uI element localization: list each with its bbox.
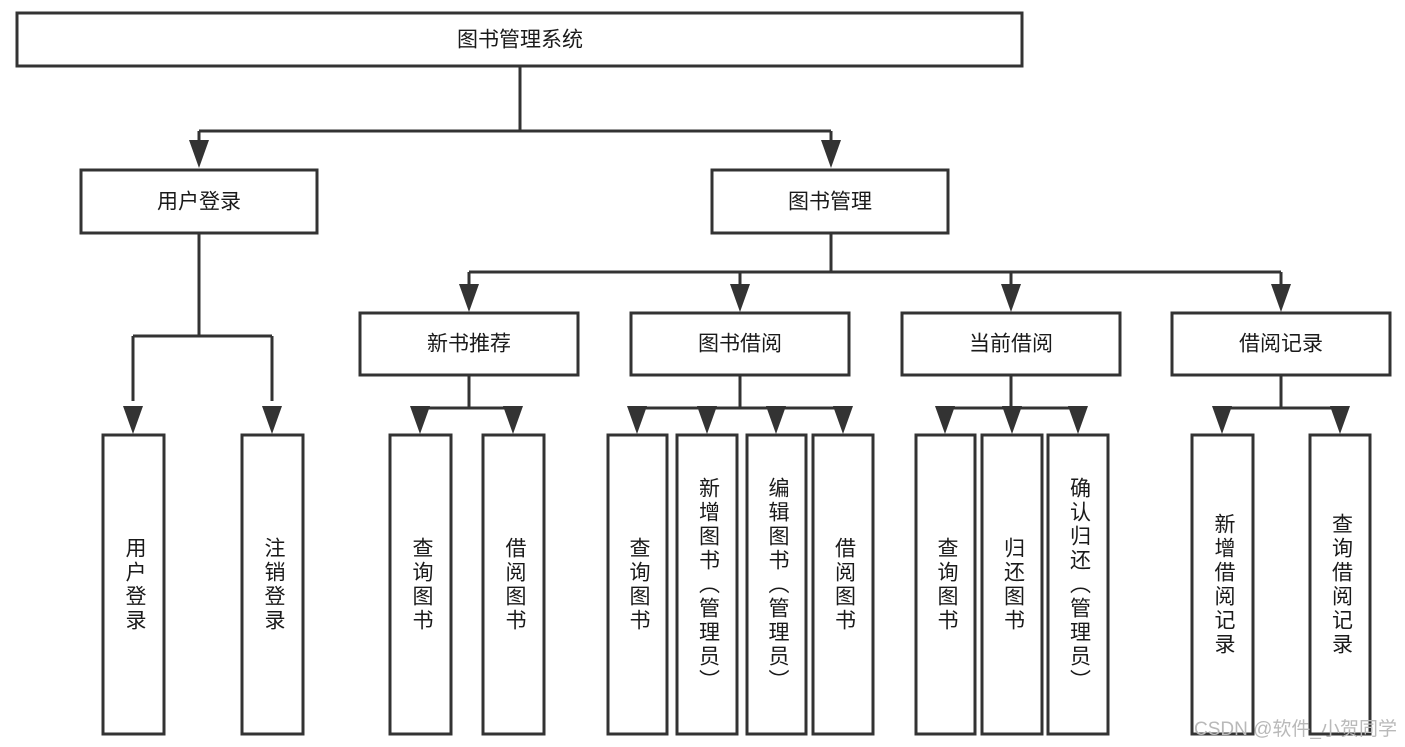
node-book-borrow-label: 图书借阅 [698, 333, 782, 356]
node-root-label: 图书管理系统 [457, 29, 583, 52]
node-leaf-edit-book-admin[interactable] [745, 433, 808, 736]
connector-group-root-to-level2 [197, 66, 833, 146]
connector-group-new-book-to-leaves [410, 375, 523, 434]
node-leaf-query-borrow-record[interactable] [1308, 433, 1372, 736]
connector-group-user-login-to-leaves [123, 233, 282, 434]
arrow-root-to-book-manage [821, 140, 841, 168]
node-leaf-borrow-book-recommend[interactable] [481, 433, 546, 736]
node-leaf-query-book-recommend[interactable] [388, 433, 453, 736]
node-root-book-management-system[interactable] [15, 11, 1024, 68]
node-leaf-query-book-borrow[interactable] [606, 433, 669, 736]
node-leaf-add-borrow-record[interactable] [1190, 433, 1255, 736]
node-book-management-label: 图书管理 [788, 191, 872, 214]
node-book-management[interactable] [710, 168, 950, 235]
node-leaf-logout[interactable] [240, 433, 305, 736]
node-borrow-records[interactable] [1170, 311, 1392, 377]
arrow-root-to-user-login [189, 140, 209, 168]
node-current-borrow[interactable] [900, 311, 1122, 377]
node-borrow-records-label: 借阅记录 [1239, 333, 1323, 356]
node-leaf-return-book[interactable] [980, 433, 1044, 736]
node-current-borrow-label: 当前借阅 [969, 333, 1053, 356]
node-leaf-add-book-admin[interactable] [675, 433, 739, 736]
arrow-group-level3 [459, 284, 1291, 312]
connector-group-book-borrow-to-leaves [627, 375, 853, 434]
connector-group-borrow-records-to-leaves [1212, 375, 1350, 434]
node-leaf-query-book-current[interactable] [914, 433, 977, 736]
csdn-watermark: CSDN @软件_小贺同学 [1194, 719, 1397, 740]
node-new-book-recommend-label: 新书推荐 [427, 333, 511, 356]
node-book-borrow[interactable] [629, 311, 851, 377]
node-user-login-label: 用户登录 [157, 191, 241, 214]
node-user-login[interactable] [79, 168, 319, 235]
node-leaf-confirm-return-admin[interactable] [1046, 433, 1110, 736]
node-leaf-user-login[interactable] [101, 433, 166, 736]
connector-group-book-manage-to-level3 [467, 233, 1283, 288]
node-new-book-recommend[interactable] [358, 311, 580, 377]
connector-group-current-borrow-to-leaves [935, 375, 1088, 434]
node-leaf-borrow-book[interactable] [811, 433, 875, 736]
